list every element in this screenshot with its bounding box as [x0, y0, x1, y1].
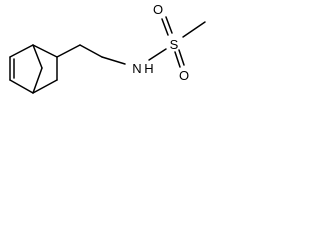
- bond-s-o-top-a: [161, 18, 169, 36]
- bond-ch2-ch2: [79, 44, 103, 58]
- bond-ring-c4-c5: [32, 79, 58, 94]
- bond-bridge-c1-c7: [32, 44, 43, 69]
- bond-s-o-top-b: [165, 16, 173, 34]
- bond-c6-ch2: [56, 44, 81, 58]
- bond-s-o-bottom-a: [174, 51, 181, 68]
- bond-ring-c1-c2: [9, 44, 34, 58]
- bond-s-methyl: [182, 21, 206, 38]
- nitrogen-atom-label: N: [132, 61, 141, 76]
- bond-ring-c6-c1: [32, 44, 58, 58]
- oxygen-bottom-label: O: [179, 68, 189, 83]
- chemical-structure: N H S O O: [9, 2, 206, 94]
- nitrogen-hydrogen-label: H: [144, 61, 153, 76]
- sulfur-atom-label: S: [170, 37, 179, 52]
- bond-s-o-bottom-b: [178, 49, 185, 66]
- bond-n-s: [148, 48, 167, 61]
- bond-bridge-c7-c4: [32, 67, 43, 94]
- oxygen-top-label: O: [153, 2, 163, 17]
- bond-ch2-n: [101, 56, 126, 65]
- bond-ring-c3-c4: [9, 79, 34, 94]
